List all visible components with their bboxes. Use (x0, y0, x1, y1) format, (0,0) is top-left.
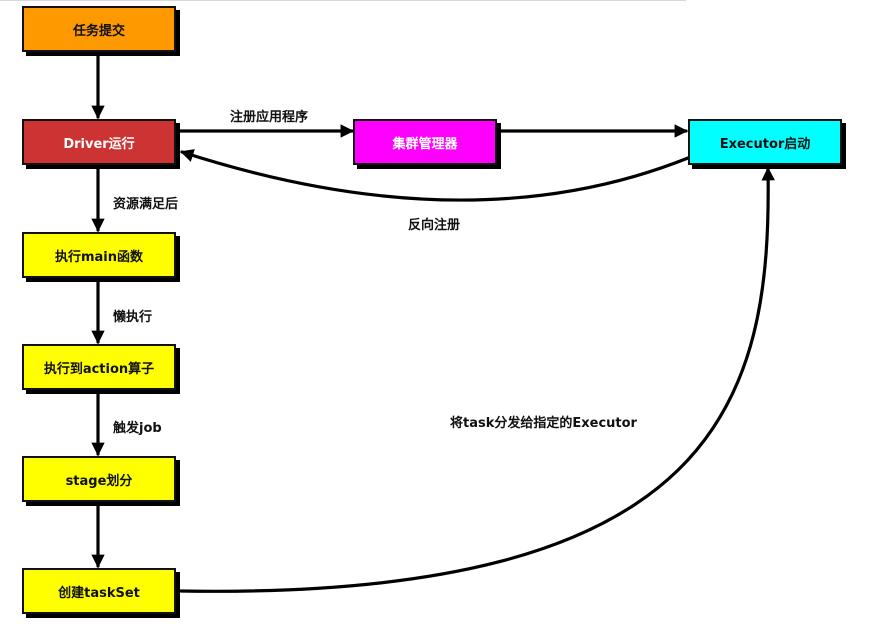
node-driver-run: Driver运行 (22, 119, 176, 165)
node-task-submit-label: 任务提交 (72, 23, 125, 39)
arrow-executor-to-driver (180, 149, 690, 202)
node-stage-split-label: stage划分 (65, 473, 133, 489)
edge-label-reverse-register: 反向注册 (408, 218, 461, 233)
node-run-to-action-label: 执行到action算子 (43, 361, 155, 377)
node-run-to-action: 执行到action算子 (22, 344, 176, 390)
node-executor-start-label: Executor启动 (719, 136, 811, 152)
edge-label-register: 注册应用程序 (230, 110, 309, 125)
top-divider-line (0, 0, 686, 1)
node-create-taskset-label: 创建taskSet (58, 585, 140, 601)
node-run-main: 执行main函数 (22, 232, 176, 278)
node-cluster-manager-label: 集群管理器 (392, 136, 458, 152)
edge-label-trigger-job: 触发job (113, 421, 162, 436)
node-driver-run-label: Driver运行 (63, 136, 135, 152)
edge-label-dispatch: 将task分发给指定的Executor (450, 416, 637, 431)
node-stage-split: stage划分 (22, 456, 176, 502)
node-run-main-label: 执行main函数 (54, 249, 144, 265)
node-task-submit: 任务提交 (22, 6, 176, 52)
node-executor-start: Executor启动 (688, 119, 842, 165)
node-create-taskset: 创建taskSet (22, 568, 176, 614)
edge-label-resources-met: 资源满足后 (113, 197, 179, 212)
node-cluster-manager: 集群管理器 (353, 119, 497, 165)
edge-label-lazy-exec: 懒执行 (113, 310, 153, 325)
arrow-taskset-to-executor (179, 166, 775, 593)
